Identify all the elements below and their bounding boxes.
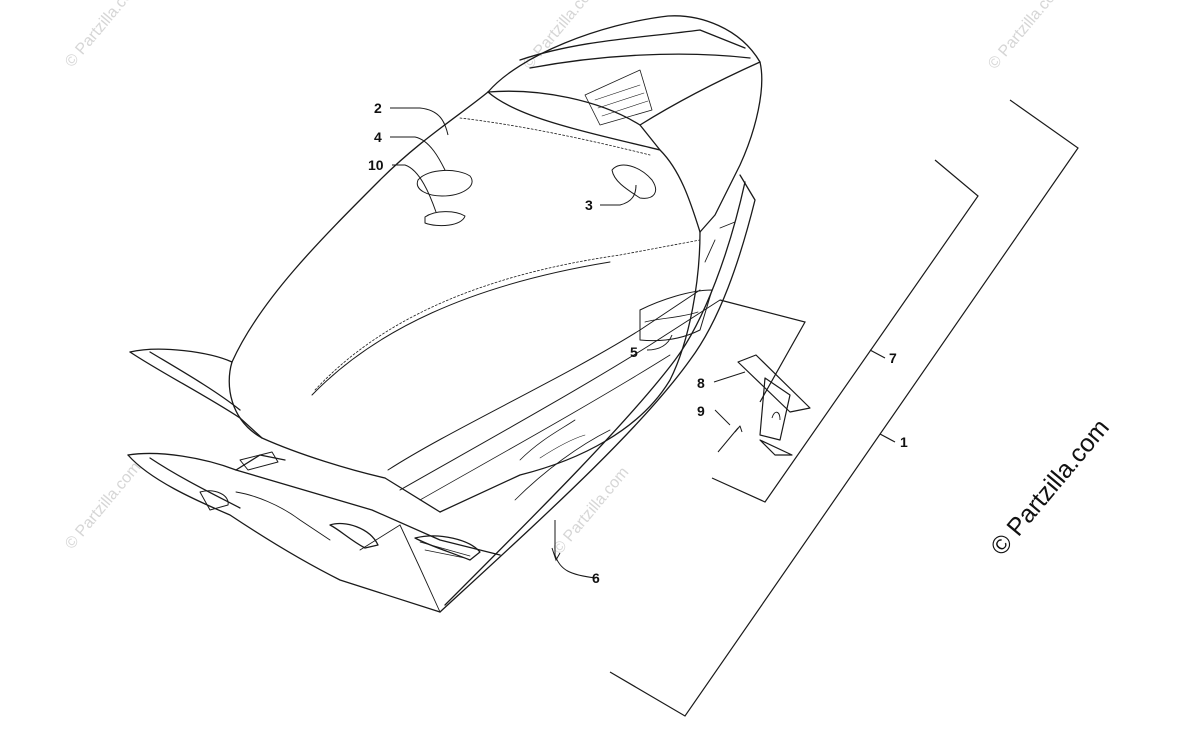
watermark-faint-5: © Partzilla.com [550,464,632,558]
callout-7: 7 [889,350,897,366]
watermark-faint-1: © Partzilla.com [62,0,144,71]
callout-8: 8 [697,375,705,391]
faint-watermarks: © Partzilla.com © Partzilla.com © Partzi… [62,0,1067,558]
assembly-brackets [609,99,1079,717]
callout-10: 10 [368,157,384,173]
watermark-faint-3: © Partzilla.com [985,0,1067,73]
callout-3: 3 [585,197,593,213]
callout-2: 2 [374,100,382,116]
callout-labels: 2 4 10 3 5 8 9 7 1 6 [368,100,908,586]
callout-9: 9 [697,403,705,419]
callout-4: 4 [374,129,382,145]
seat-assembly [127,15,763,613]
callout-1: 1 [900,434,908,450]
bracket-parts [717,354,811,456]
callout-5: 5 [630,344,638,360]
callout-6: 6 [592,570,600,586]
watermark-partzilla: © Partzilla.com [985,414,1115,561]
watermark-faint-4: © Partzilla.com [62,459,144,553]
watermark-faint-2: © Partzilla.com [520,0,602,73]
leader-lines [390,107,746,579]
